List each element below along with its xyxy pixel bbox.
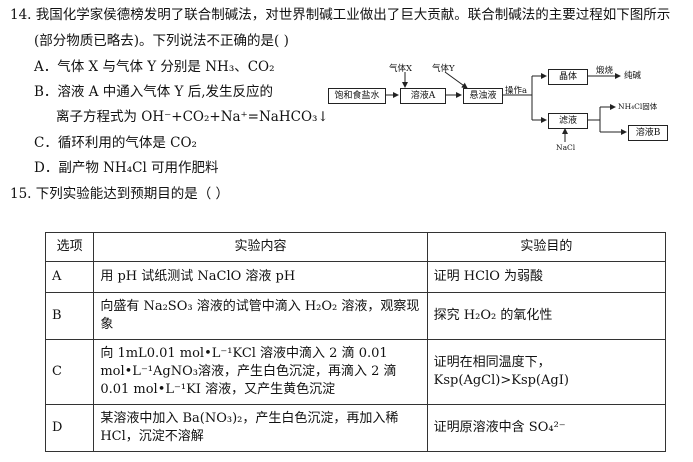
header-option: 选项	[44, 232, 95, 262]
table-row: C 向 1mL0.01 mol•L⁻¹KCl 溶液中滴入 2 滴 0.01 mo…	[44, 339, 667, 405]
box-crystal: 晶体	[548, 69, 588, 85]
label-gas-x: 气体X	[389, 64, 413, 74]
table-header-row: 选项 实验内容 实验目的	[44, 232, 667, 262]
label-gas-y: 气体Y	[432, 64, 455, 74]
row-d-option: D	[44, 404, 95, 452]
header-goal: 实验目的	[426, 232, 667, 262]
row-c-content: 向 1mL0.01 mol•L⁻¹KCl 溶液中滴入 2 滴 0.01 mol•…	[93, 339, 428, 405]
q14-stem-line1: 14. 我国化学家侯德榜发明了联合制碱法，对世界制碱工业做出了巨大贡献。联合制碱…	[10, 7, 671, 23]
q14-option-d: D．副产物 NH₄Cl 可用作肥料	[34, 160, 219, 176]
row-c-goal: 证明在相同温度下，Ksp(AgCl)>Ksp(AgI)	[426, 339, 667, 405]
box-solution-a: 溶液A	[400, 88, 446, 104]
box-suspension: 悬浊液	[463, 88, 503, 104]
row-b-goal: 探究 H₂O₂ 的氧化性	[426, 292, 667, 340]
q14-option-a: A．气体 X 与气体 Y 分别是 NH₃、CO₂	[34, 59, 275, 75]
label-operation-a: 操作a	[505, 86, 528, 96]
label-soda-ash: 纯碱	[624, 71, 642, 81]
q14-option-c: C．循环利用的气体是 CO₂	[34, 135, 197, 151]
q14-stem-line2: (部分物质已略去)。下列说法不正确的是( )	[34, 33, 289, 49]
table-row: B 向盛有 Na₂SO₃ 溶液的试管中滴入 H₂O₂ 溶液，观察现象 探究 H₂…	[44, 292, 667, 340]
q15-stem: 15. 下列实验能达到预期目的是（ ）	[10, 186, 230, 202]
label-calcine: 煅烧	[596, 66, 614, 76]
row-b-content: 向盛有 Na₂SO₃ 溶液的试管中滴入 H₂O₂ 溶液，观察现象	[93, 292, 428, 340]
q14-option-b-line2: 离子方程式为 OH⁻+CO₂+Na⁺=NaHCO₃↓	[56, 109, 329, 125]
row-a-goal: 证明 HClO 为弱酸	[426, 261, 667, 293]
box-solution-b: 溶液B	[628, 125, 668, 141]
label-nh4cl-solid: NH₄Cl固体	[618, 102, 658, 111]
box-saturated-brine: 饱和食盐水	[328, 88, 386, 104]
row-b-option: B	[44, 292, 95, 340]
label-nacl: NaCl	[556, 143, 576, 152]
row-d-content: 某溶液中加入 Ba(NO₃)₂，产生白色沉淀，再加入稀 HCl，沉淀不溶解	[93, 404, 428, 452]
experiment-table: 选项 实验内容 实验目的 A 用 pH 试纸测试 NaClO 溶液 pH 证明 …	[44, 232, 667, 452]
box-filtrate: 滤液	[548, 113, 588, 129]
row-d-goal: 证明原溶液中含 SO₄²⁻	[426, 404, 667, 452]
table-row: A 用 pH 试纸测试 NaClO 溶液 pH 证明 HClO 为弱酸	[44, 261, 667, 293]
row-a-content: 用 pH 试纸测试 NaClO 溶液 pH	[93, 261, 428, 293]
row-c-option: C	[44, 339, 95, 405]
table-row: D 某溶液中加入 Ba(NO₃)₂，产生白色沉淀，再加入稀 HCl，沉淀不溶解 …	[44, 404, 667, 452]
q14-option-b-line1: B．溶液 A 中通入气体 Y 后,发生反应的	[34, 84, 274, 100]
header-content: 实验内容	[93, 232, 428, 262]
row-a-option: A	[44, 261, 95, 293]
